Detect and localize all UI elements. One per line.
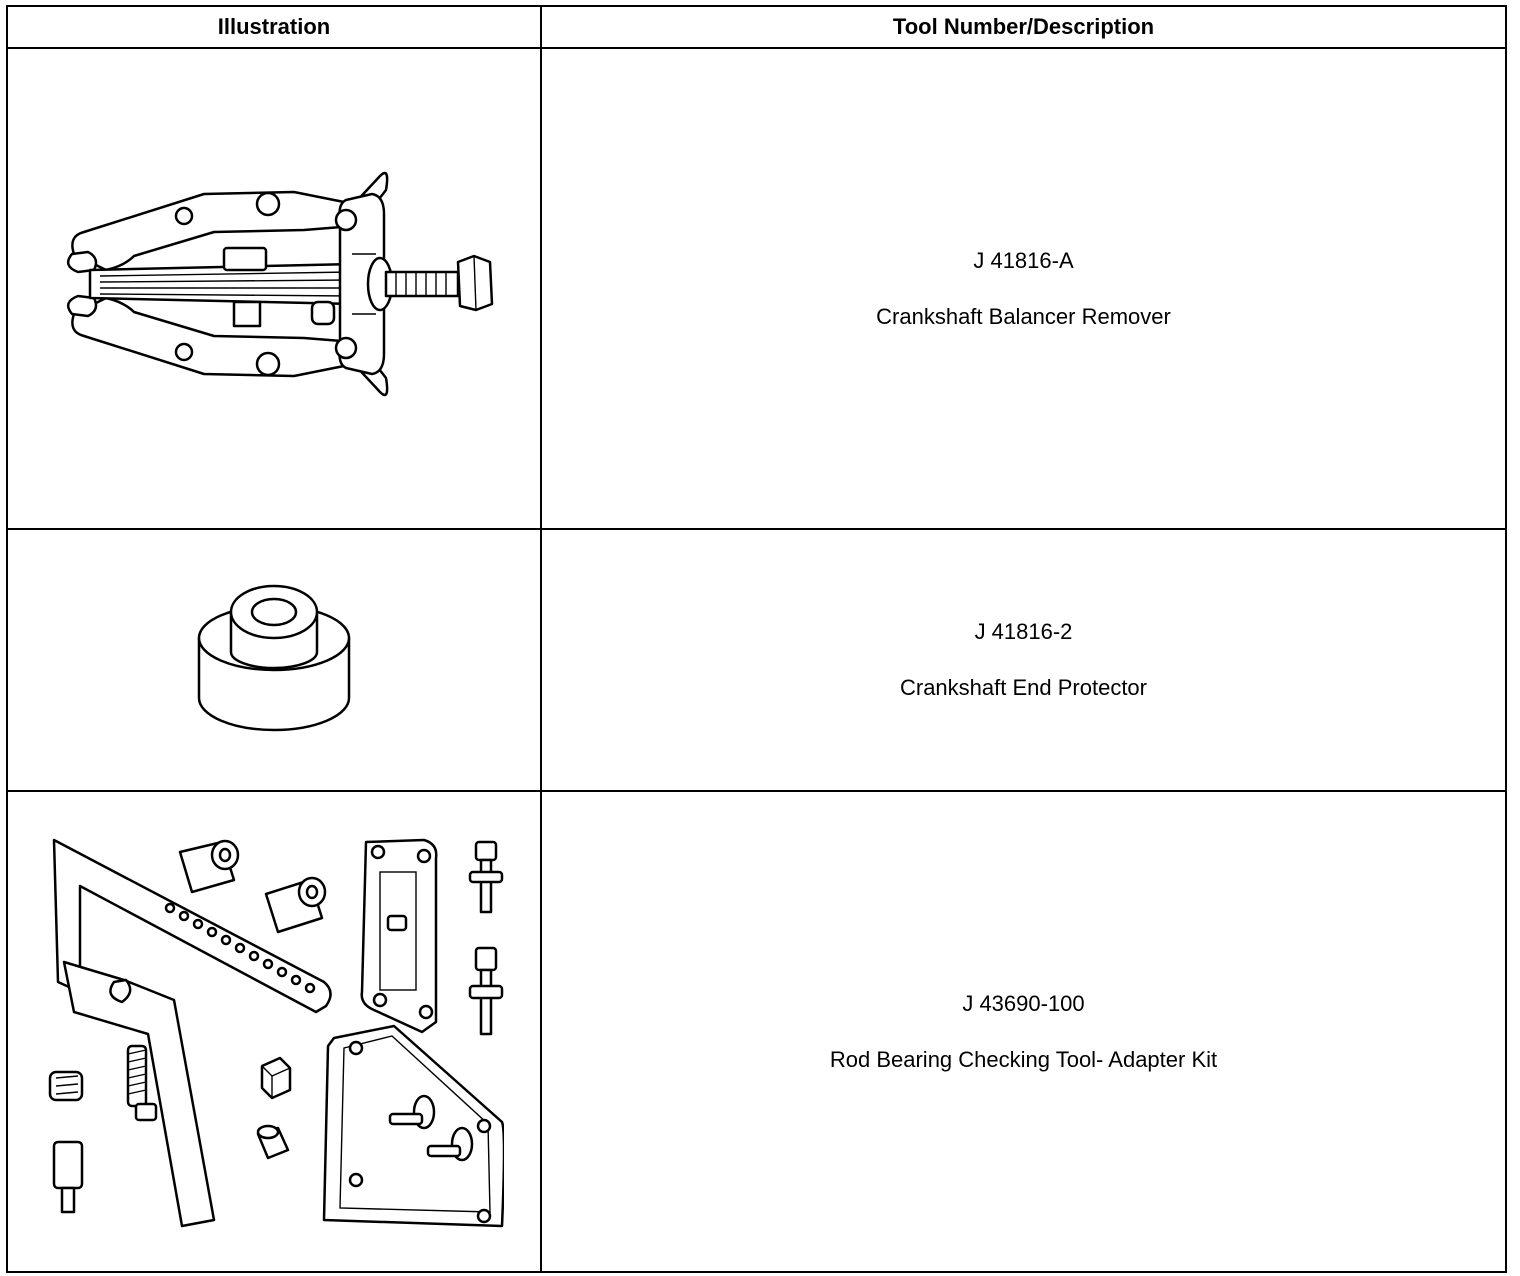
illustration-cell [6, 528, 542, 792]
tool-description: Rod Bearing Checking Tool- Adapter Kit [829, 1046, 1218, 1072]
header-row: Illustration Tool Number/Description [6, 5, 1507, 49]
description-cell: J 41816-2 Crankshaft End Protector [540, 528, 1507, 792]
table-row: J 43690-100 Rod Bearing Checking Tool- A… [6, 790, 1507, 1273]
table-row: J 41816-2 Crankshaft End Protector [6, 528, 1507, 792]
tool-description: Crankshaft End Protector [899, 675, 1147, 700]
bar-holes [164, 902, 316, 993]
adapter-kit-illustration [48, 838, 504, 1227]
header-tool-number-description: Tool Number/Description [540, 5, 1507, 49]
table-row: J 41816-A Crankshaft Balancer Remover [6, 47, 1507, 530]
tool-number: J 43690-100 [962, 990, 1085, 1016]
description-cell: J 41816-A Crankshaft Balancer Remover [540, 47, 1507, 530]
tool-number: J 41816-A [973, 247, 1074, 273]
illustration-cell [6, 790, 542, 1273]
end-protector-illustration [197, 584, 351, 732]
tool-number: J 41816-2 [974, 619, 1073, 644]
header-illustration: Illustration [6, 5, 542, 49]
description-cell: J 43690-100 Rod Bearing Checking Tool- A… [540, 790, 1507, 1273]
illustration-cell [6, 47, 542, 530]
spring [126, 1044, 158, 1121]
tool-description: Crankshaft Balancer Remover [876, 303, 1171, 329]
tool-table: Illustration Tool Number/Description [6, 5, 1507, 1273]
balancer-puller-illustration [66, 171, 494, 396]
